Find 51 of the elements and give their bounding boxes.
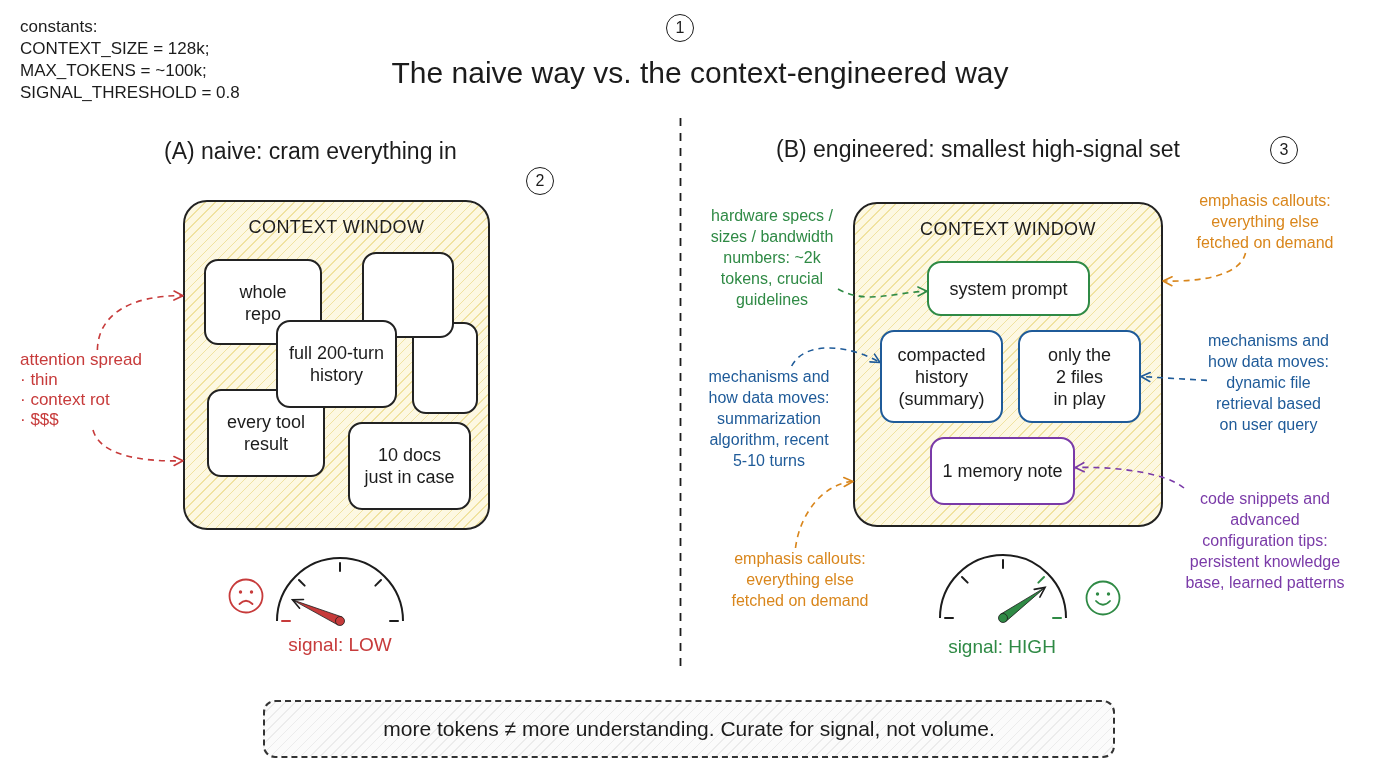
annotation-text: emphasis callouts: everything else fetched on demand [725, 548, 875, 611]
entry-label: whole repo [238, 281, 288, 325]
entry-label: 1 memory note [941, 460, 1064, 482]
annotation-line: · context rot [20, 390, 110, 410]
annotation-text: mechanisms and how data moves: dynamic file retrieval based on user query [1207, 330, 1330, 435]
constant-line: CONTEXT_SIZE = 128k; [20, 38, 210, 59]
callout-number: 2 [526, 167, 554, 195]
entry-label: every tool result [225, 411, 306, 455]
callout-number: 1 [666, 14, 694, 42]
content-card [348, 422, 471, 510]
content-card [880, 330, 1003, 423]
dashed-arrow [790, 347, 881, 367]
annotation-text: emphasis callouts: everything else fetched on demand [1190, 190, 1340, 253]
section-heading: (A) naive: cram everything in [164, 137, 457, 165]
dashed-arrow [794, 477, 854, 549]
annotation-line: attention spread [20, 350, 142, 370]
summary-text: more tokens ≠ more understanding. Curate for signal, not volume. [383, 716, 995, 742]
content-card [930, 437, 1075, 505]
blank-card [412, 322, 478, 414]
summary-banner [263, 700, 1115, 758]
entry-label: compacted history (summary) [896, 343, 987, 410]
entry-label: full 200-turn history [287, 342, 386, 386]
entry-label: only the 2 files in play [1046, 343, 1112, 410]
dashed-arrow [92, 429, 184, 467]
annotation-text: mechanisms and how data moves: summarization algorithm, recent 5-10 turns [706, 366, 832, 471]
signal-label: signal: LOW [288, 633, 392, 657]
diagram-title: The naive way vs. the context-engineered way [391, 55, 1009, 91]
signal-label: signal: HIGH [948, 635, 1056, 659]
constant-line: SIGNAL_THRESHOLD = 0.8 [20, 82, 240, 103]
entry-label: 10 docs just in case [363, 444, 456, 488]
content-card [1018, 330, 1141, 423]
annotation-text: code snippets and advanced configuration tips: persistent knowledge base, learned patterns [1184, 488, 1346, 593]
dashed-arrow [96, 290, 184, 351]
dashed-arrow [1140, 371, 1208, 383]
entry-label: system prompt [948, 277, 1069, 300]
section-heading: (B) engineered: smallest high-signal set [776, 135, 1180, 163]
window-heading: CONTEXT WINDOW [920, 218, 1096, 240]
content-card [207, 389, 325, 477]
annotation-line: · thin [20, 370, 58, 390]
dashed-arrow [1074, 462, 1185, 489]
annotation-text: hardware specs / sizes / bandwidth numbers: ~2k tokens, crucial guidelines [706, 205, 838, 310]
constant-line: constants: [20, 16, 98, 37]
context-window-panel [183, 200, 490, 530]
dashed-arrow [1162, 252, 1247, 287]
content-card [927, 261, 1090, 316]
window-heading: CONTEXT WINDOW [248, 216, 425, 238]
annotation-line: · $$$ [20, 410, 59, 430]
constant-line: MAX_TOKENS = ~100k; [20, 60, 207, 81]
blank-card [362, 252, 454, 338]
context-window-panel [853, 202, 1163, 527]
callout-number: 3 [1270, 136, 1298, 164]
